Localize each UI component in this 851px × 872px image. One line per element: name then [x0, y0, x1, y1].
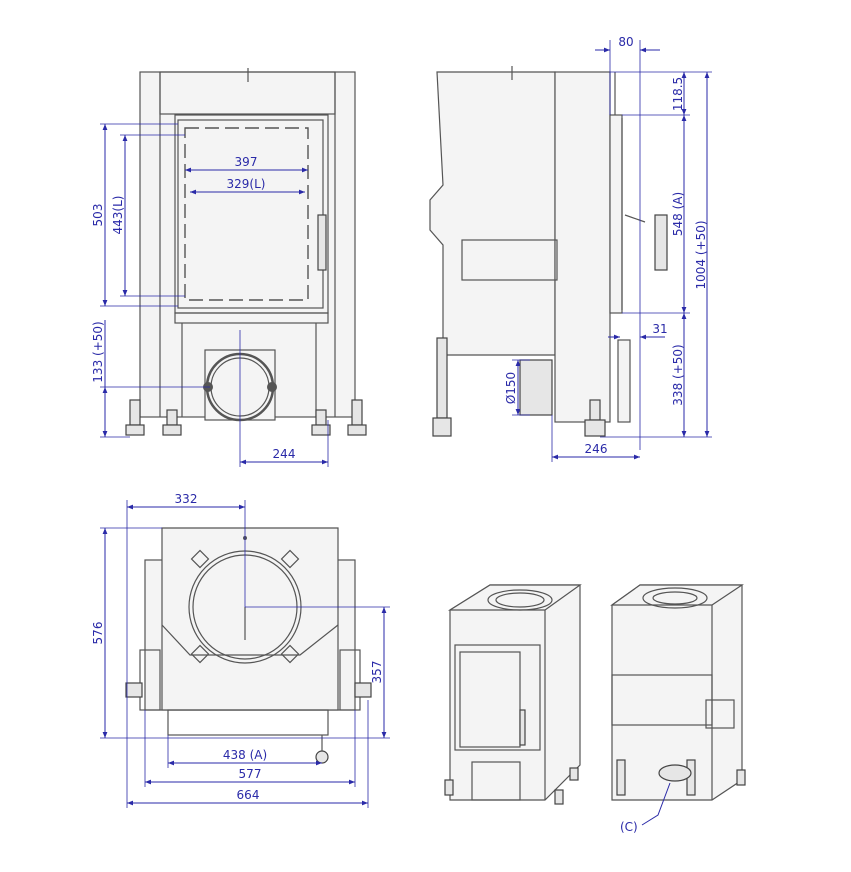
iso-back-view	[610, 584, 746, 801]
side-dimensions: 80 118.5 548 (A) 338 (+50) 1004 (+50) 31…	[504, 35, 712, 462]
top-dimensions: 332 576 357 438 (A) 577 664	[91, 492, 390, 808]
side-handle	[654, 214, 668, 271]
dim-133: 133 (+50)	[91, 321, 105, 382]
callout-leader	[641, 782, 671, 826]
dim-438: 438 (A)	[223, 748, 267, 762]
dim-118-5: 118.5	[671, 77, 685, 111]
dim-31: 31	[652, 322, 667, 336]
dim-548: 548 (A)	[671, 192, 685, 236]
dim-1004: 1004 (+50)	[694, 220, 708, 289]
iso-front-view	[444, 584, 582, 805]
dim-246: 246	[585, 442, 608, 456]
glass-outline	[184, 127, 309, 301]
door-handle	[317, 214, 327, 271]
dim-576: 576	[91, 622, 105, 645]
side-view	[429, 66, 668, 437]
dim-329: 329(L)	[227, 177, 266, 191]
callout-c: (C)	[620, 820, 638, 834]
side-flue	[519, 359, 553, 416]
dim-150: Ø150	[504, 372, 518, 404]
dim-244: 244	[273, 447, 296, 461]
dim-338: 338 (+50)	[671, 344, 685, 405]
dim-80: 80	[618, 35, 633, 49]
dim-503: 503	[91, 204, 105, 227]
dim-664: 664	[237, 788, 260, 802]
front-dimensions: 397 329(L) 503 443(L) 133 (+50) 244	[91, 123, 329, 467]
front-view	[125, 68, 367, 436]
feet	[125, 399, 367, 436]
top-view	[125, 527, 372, 764]
dim-577: 577	[239, 767, 262, 781]
dim-332: 332	[175, 492, 198, 506]
dim-397: 397	[235, 155, 258, 169]
dim-443: 443(L)	[111, 196, 125, 235]
air-box	[461, 239, 558, 281]
dim-357: 357	[370, 661, 384, 684]
